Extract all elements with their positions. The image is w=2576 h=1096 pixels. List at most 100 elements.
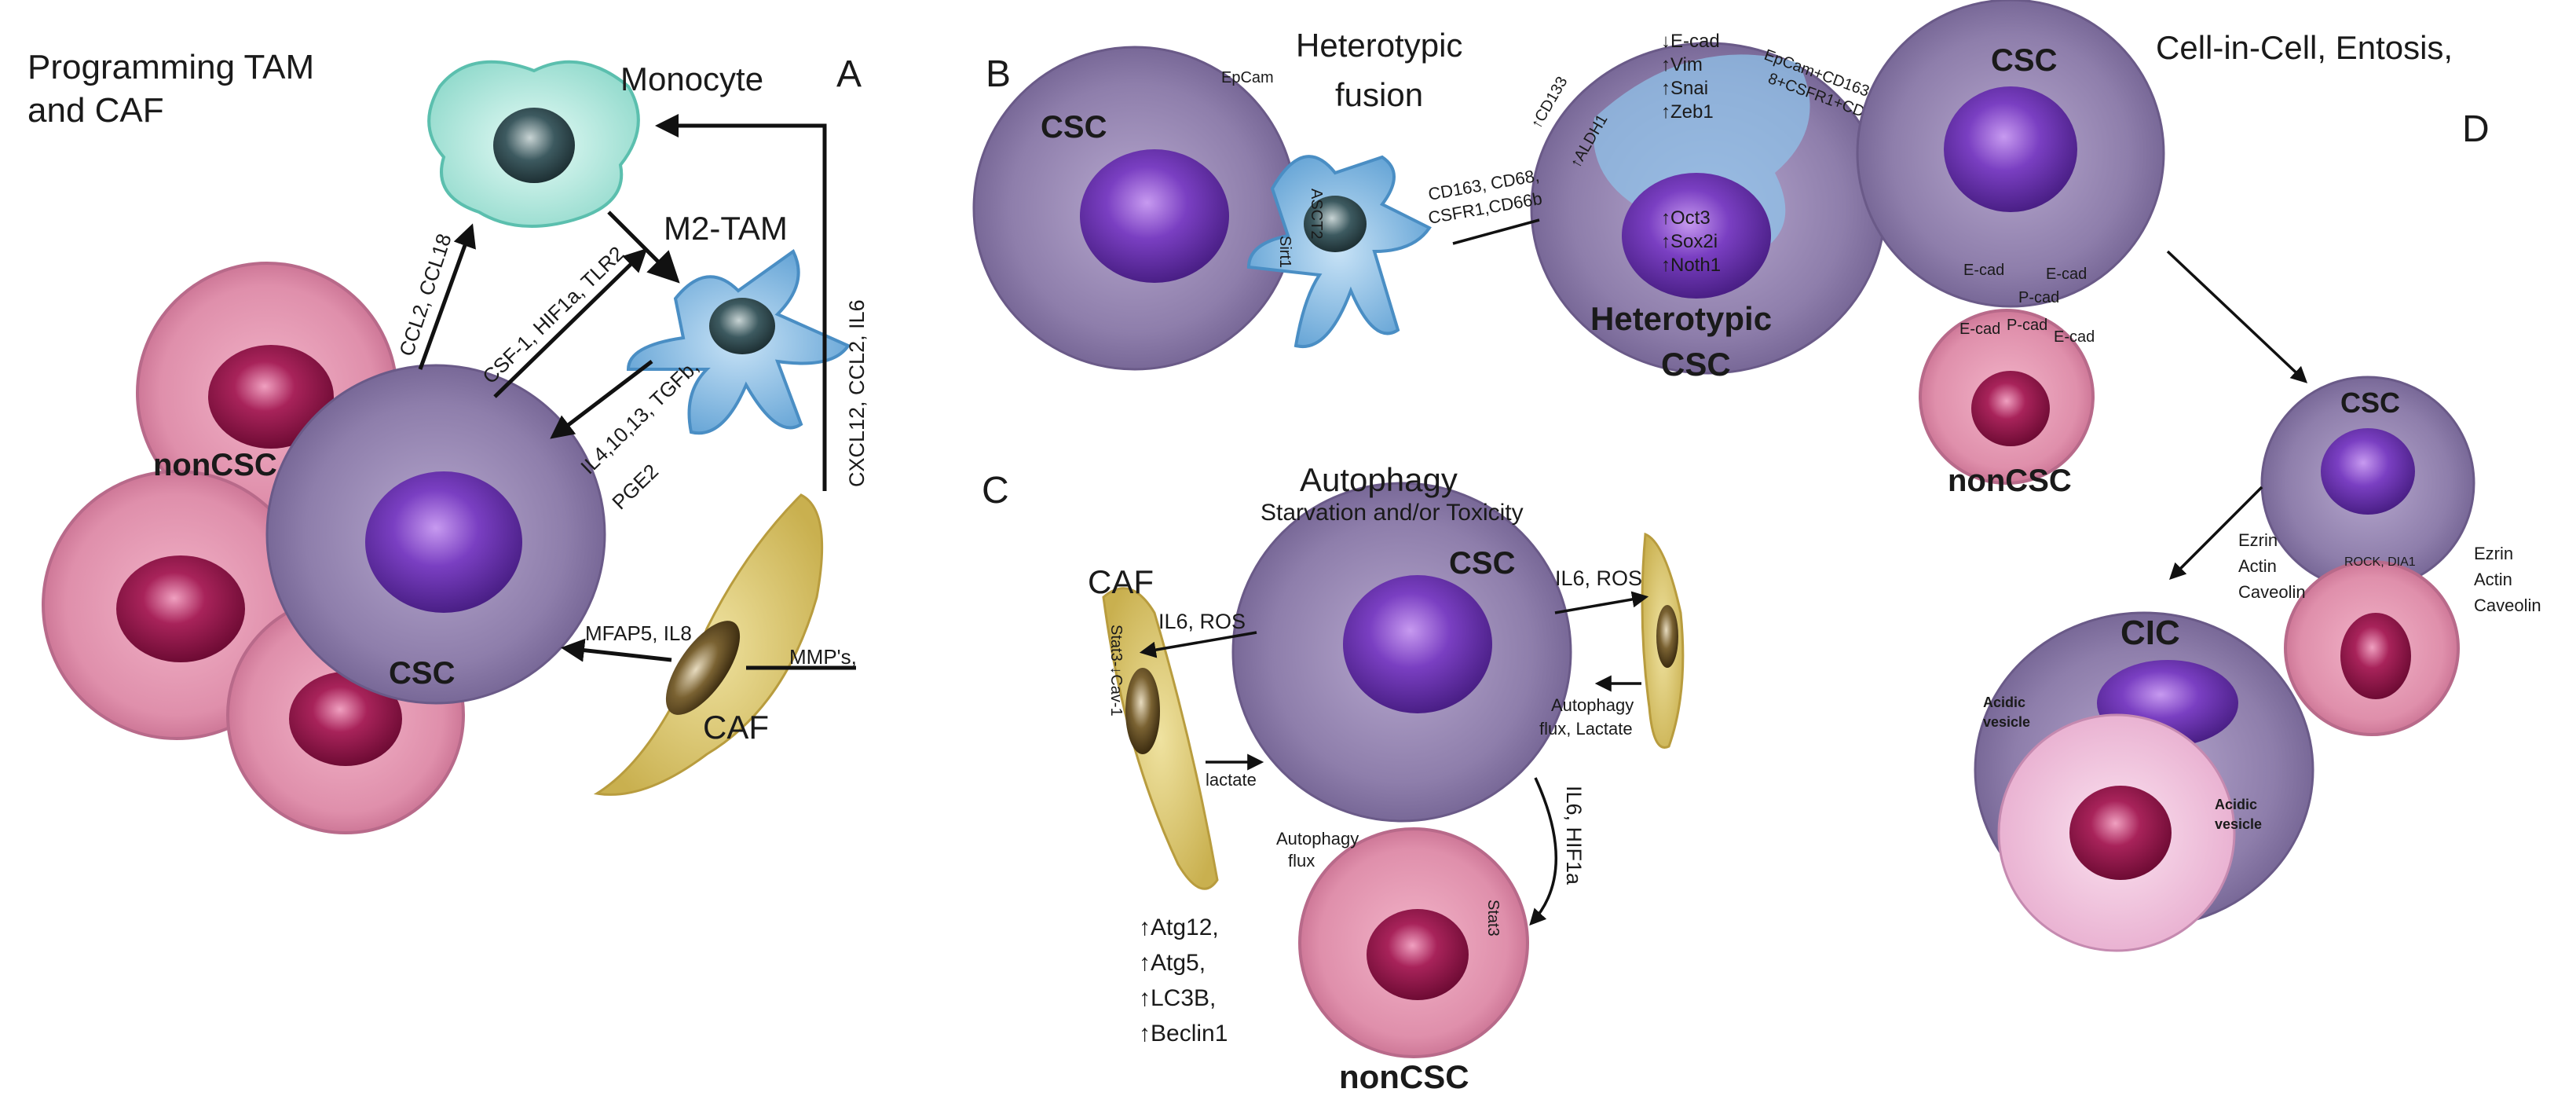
noncsc-cell-d-top bbox=[1919, 309, 2095, 485]
panel-d-title: Cell-in-Cell, Entosis, bbox=[2156, 29, 2453, 66]
label-ezrin-left-2: Actin bbox=[2238, 556, 2277, 576]
arrow-ccl2-ccl18 bbox=[418, 223, 476, 370]
csc-label-d-mid: CSC bbox=[2340, 387, 2400, 419]
label-acidic-2a: Acidic bbox=[2215, 797, 2257, 812]
label-acidic-2b: vesicle bbox=[2215, 816, 2262, 832]
label-ecad-d4: E-cad bbox=[2054, 328, 2095, 346]
panel-b: B Heterotypic fusion CSC Heterotypic CSC… bbox=[972, 27, 1910, 383]
noncsc-label-c: nonCSC bbox=[1339, 1058, 1469, 1095]
csc-cell-a bbox=[265, 364, 606, 705]
csc-label-a: CSC bbox=[389, 656, 455, 691]
cic-label: CIC bbox=[2120, 614, 2180, 652]
label-zeb1: ↑Zeb1 bbox=[1661, 101, 1714, 123]
panel-a-title-line1: Programming TAM bbox=[27, 48, 314, 86]
csc-cell-c bbox=[1231, 482, 1572, 823]
label-csf1: CSF-1, HIF1a, TLR2 bbox=[478, 241, 628, 388]
csc-cell-d-top bbox=[1856, 0, 2165, 308]
caf-cell-c-left bbox=[1102, 587, 1219, 890]
label-pcad-d1: P-cad bbox=[2018, 289, 2059, 306]
marker-lc3b: ↑LC3B, bbox=[1139, 985, 1216, 1011]
label-snai: ↑Snai bbox=[1661, 78, 1708, 99]
panel-b-title-line2: fusion bbox=[1335, 76, 1423, 113]
panel-c: C Autophagy Starvation and/or Toxicity C… bbox=[982, 461, 1685, 1095]
arrow-il6-ros-left bbox=[1139, 631, 1257, 658]
label-autophagy-flux-lactate-1: Autophagy bbox=[1551, 695, 1634, 715]
caf-cell-c-right bbox=[1641, 532, 1685, 749]
arrow-cxcl12 bbox=[655, 114, 827, 491]
arrow-csf1 bbox=[493, 247, 648, 398]
label-ecad-b: ↓E-cad bbox=[1661, 31, 1720, 52]
label-sirt1: Sirt1 bbox=[1276, 236, 1293, 268]
caf-label-a: CAF bbox=[703, 709, 769, 746]
panel-d-letter: D bbox=[2462, 108, 2490, 150]
panel-b-title-line1: Heterotypic bbox=[1296, 27, 1462, 64]
arrow-il6-hif1a bbox=[1529, 777, 1558, 926]
panel-d: D Cell-in-Cell, Entosis, CSC nonCSC CSC … bbox=[1856, 0, 2541, 952]
panel-b-letter: B bbox=[986, 53, 1011, 95]
arrow-d-to-cic bbox=[2169, 486, 2263, 580]
label-ezrin-left-1: Ezrin bbox=[2238, 530, 2278, 550]
label-il6-hif1a: IL6, HIF1a bbox=[1562, 786, 1586, 885]
label-autophagy-flux-lactate-2: flux, Lactate bbox=[1539, 719, 1633, 739]
arrow-il6-ros-right bbox=[1554, 591, 1649, 614]
label-asct2: ASCT2 bbox=[1308, 189, 1325, 239]
label-autophagy-flux-1: Autophagy bbox=[1276, 829, 1359, 849]
noncsc-label-d: nonCSC bbox=[1948, 464, 2072, 498]
label-il6-ros-left: IL6, ROS bbox=[1158, 610, 1246, 633]
panel-c-subtitle: Starvation and/or Toxicity bbox=[1261, 500, 1524, 526]
macrophage-cell-b bbox=[1246, 155, 1432, 349]
marker-atg12: ↑Atg12, bbox=[1139, 915, 1219, 940]
label-il4: IL4,10,13, TGFb, bbox=[576, 355, 703, 479]
label-ecad-d2: E-cad bbox=[2046, 266, 2087, 283]
caf-label-c: CAF bbox=[1088, 563, 1154, 600]
m2-tam-label: M2-TAM bbox=[664, 210, 788, 247]
label-pge2: PGE2 bbox=[607, 460, 663, 515]
label-cxcl12: CXCL12, CCL2, IL6 bbox=[845, 299, 869, 487]
label-rock: ROCK, DIA1 bbox=[2344, 555, 2416, 569]
heterotypic-label-line2: CSC bbox=[1661, 346, 1731, 383]
monocyte-cell bbox=[427, 60, 640, 228]
arrow-il4 bbox=[550, 360, 653, 439]
label-ezrin-right-3: Caveolin bbox=[2474, 596, 2541, 615]
panel-a-letter: A bbox=[836, 53, 862, 95]
marker-atg5: ↑Atg5, bbox=[1139, 950, 1206, 976]
label-pcad-d2: P-cad bbox=[2007, 317, 2047, 334]
arrow-mfap5 bbox=[561, 638, 672, 662]
label-autophagy-flux-2: flux bbox=[1288, 851, 1315, 871]
cic-cell bbox=[1974, 611, 2314, 952]
arrow-d-to-mid bbox=[2166, 250, 2308, 383]
label-mmps: MMP's, bbox=[789, 645, 857, 669]
arrow-fusion bbox=[1452, 218, 1540, 245]
label-ezrin-right-1: Ezrin bbox=[2474, 544, 2513, 563]
label-ezrin-right-2: Actin bbox=[2474, 570, 2512, 589]
label-acidic-1b: vesicle bbox=[1983, 714, 2030, 730]
panel-a: Programming TAM and CAF Monocyte A M2-TA… bbox=[27, 48, 869, 834]
label-sox2: ↑Sox2i bbox=[1661, 231, 1718, 252]
noncsc-cell-c bbox=[1298, 827, 1529, 1058]
label-acidic-1a: Acidic bbox=[1983, 695, 2025, 710]
label-stat3-cav1: Stat3-↓Cav-1 bbox=[1107, 625, 1125, 717]
noncsc-label-a: nonCSC bbox=[153, 448, 277, 482]
panel-a-title-line2: and CAF bbox=[27, 91, 164, 130]
label-ezrin-left-3: Caveolin bbox=[2238, 582, 2306, 602]
monocyte-label: Monocyte bbox=[620, 60, 763, 97]
label-epcam-b: EpCam bbox=[1221, 69, 1274, 86]
label-noth1: ↑Noth1 bbox=[1661, 255, 1721, 276]
label-stat3-c: Stat3 bbox=[1484, 900, 1502, 937]
heterotypic-label-line1: Heterotypic bbox=[1590, 300, 1772, 337]
csc-label-c: CSC bbox=[1449, 546, 1515, 581]
arrow-monocyte-to-m2 bbox=[607, 211, 680, 284]
label-il6-ros-right: IL6, ROS bbox=[1555, 566, 1642, 590]
panel-c-title: Autophagy bbox=[1300, 461, 1458, 498]
panel-c-letter: C bbox=[982, 470, 1009, 511]
csc-cell-b bbox=[972, 46, 1297, 371]
csc-cell-d-mid bbox=[2260, 376, 2475, 591]
label-ecad-d3: E-cad bbox=[1959, 321, 2000, 338]
label-ecad-d1: E-cad bbox=[1963, 262, 2004, 279]
noncsc-cell-d-mid bbox=[2284, 560, 2460, 736]
csc-label-d-top: CSC bbox=[1991, 43, 2057, 78]
label-oct3: ↑Oct3 bbox=[1661, 207, 1711, 229]
label-mfap5: MFAP5, IL8 bbox=[585, 621, 692, 645]
m2-tam-cell bbox=[626, 249, 851, 435]
